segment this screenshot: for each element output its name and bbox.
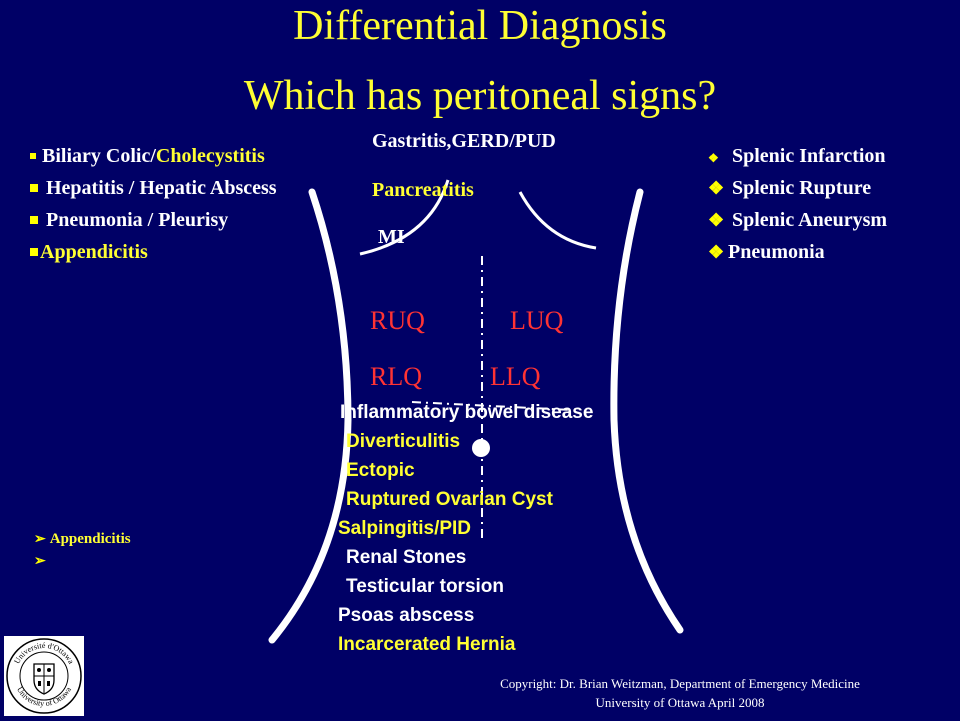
list-item: Incarcerated Hernia xyxy=(338,634,516,655)
list-item: Biliary Colic/Cholecystitis xyxy=(28,140,277,172)
list-item: Inflammatory bowel disease xyxy=(340,402,594,423)
left-rib-line xyxy=(359,179,450,256)
university-seal-logo: Université d'Ottawa University of Ottawa xyxy=(4,636,84,716)
horizontal-midline xyxy=(411,401,573,411)
slide-title-line1: Differential Diagnosis xyxy=(293,3,667,49)
diamond-bullet-icon: ❖ xyxy=(708,151,719,165)
list-item: ❖ Splenic Aneurysm xyxy=(708,204,887,236)
list-item: ➢Appendicitis xyxy=(34,528,131,550)
seal-icon: Université d'Ottawa University of Ottawa xyxy=(6,638,82,714)
copyright-line2: University of Ottawa April 2008 xyxy=(595,695,765,710)
ruq-differential-list: Biliary Colic/Cholecystitis Hepatitis / … xyxy=(28,140,277,268)
epigastric-item-gastritis: Gastritis,GERD/PUD xyxy=(372,130,556,152)
list-item-text: Appendicitis xyxy=(49,531,131,547)
list-item: Renal Stones xyxy=(346,547,467,568)
luq-differential-list: ❖ Splenic Infarction ❖ Splenic Rupture ❖ Sp… xyxy=(708,140,887,268)
right-rib-line xyxy=(518,191,597,250)
square-bullet-icon xyxy=(30,216,38,224)
list-item: Testicular torsion xyxy=(346,576,505,597)
quadrant-label-rlq: RLQ xyxy=(370,362,422,391)
lower-differential-list: Inflammatory bowel disease Diverticuliti… xyxy=(338,398,593,659)
list-item: Ruptured Ovarian Cyst xyxy=(346,489,553,510)
list-item: Appendicitis xyxy=(28,236,277,268)
list-item: Ectopic xyxy=(346,460,415,481)
diamond-bullet-icon: ❖ xyxy=(708,178,725,198)
bottom-left-list: ➢Appendicitis ➢ xyxy=(34,528,131,572)
arrow-bullet-icon: ➢ xyxy=(34,532,46,547)
diamond-bullet-icon: ❖ xyxy=(708,242,725,262)
umbilicus-marker xyxy=(472,439,490,457)
quadrant-label-luq: LUQ xyxy=(510,306,564,335)
list-item: Salpingitis/PID xyxy=(338,518,472,539)
quadrant-label-llq: LLQ xyxy=(490,362,541,391)
list-item-highlight: Appendicitis xyxy=(40,241,148,263)
epigastric-item-pancreatitis: Pancreatitis xyxy=(372,179,474,201)
right-body-contour xyxy=(610,188,684,634)
list-item: ➢ xyxy=(34,550,131,572)
quadrant-label-ruq: RUQ xyxy=(370,306,425,335)
list-item-highlight: Cholecystitis xyxy=(155,145,265,167)
list-item-text: Splenic Infarction xyxy=(732,145,886,167)
list-item: Pneumonia / Pleurisy xyxy=(28,204,277,236)
list-item: ❖ Splenic Infarction xyxy=(708,140,887,172)
list-item: Diverticulitis xyxy=(346,431,461,452)
slide-title-line2: Which has peritoneal signs? xyxy=(243,73,717,119)
square-bullet-icon xyxy=(30,184,38,192)
list-item: ❖Pneumonia xyxy=(708,236,887,268)
list-item-text: Splenic Rupture xyxy=(732,177,872,199)
list-item: Hepatitis / Hepatic Abscess xyxy=(28,172,277,204)
left-body-contour xyxy=(268,188,352,644)
square-bullet-icon xyxy=(30,153,36,159)
epigastric-item-mi: MI xyxy=(378,226,405,248)
list-item-text: Pneumonia / Pleurisy xyxy=(46,209,229,231)
arrow-bullet-icon: ➢ xyxy=(34,554,46,569)
list-item: Psoas abscess xyxy=(338,605,475,626)
list-item-text: Biliary Colic/ xyxy=(42,145,156,167)
square-bullet-icon xyxy=(30,248,38,256)
list-item: ❖ Splenic Rupture xyxy=(708,172,887,204)
copyright-line1: Copyright: Dr. Brian Weitzman, Departmen… xyxy=(500,676,860,691)
diamond-bullet-icon: ❖ xyxy=(708,210,725,230)
list-item-text: Splenic Aneurysm xyxy=(732,209,888,231)
list-item-text: Hepatitis / Hepatic Abscess xyxy=(46,177,277,199)
list-item-text: Pneumonia xyxy=(728,241,825,263)
svg-text:Université d'Ottawa: Université d'Ottawa xyxy=(12,641,76,666)
